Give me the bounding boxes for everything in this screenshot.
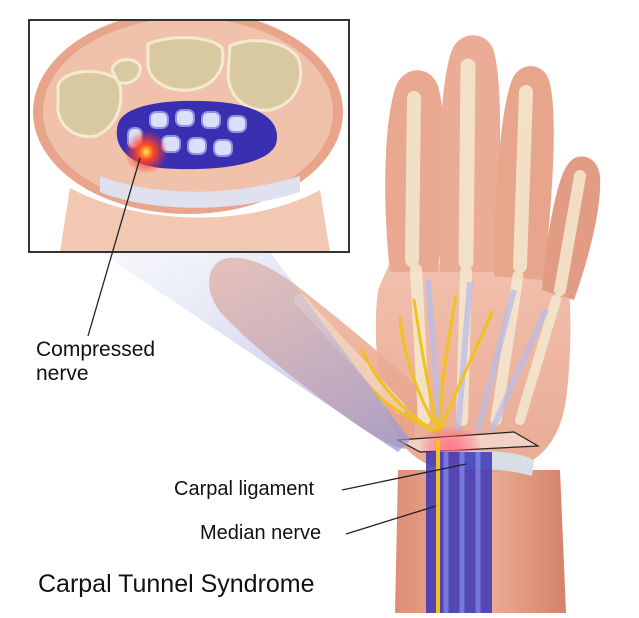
median-nerve-branches	[360, 294, 494, 434]
compressed-nerve-label-line1: Compressed	[36, 338, 156, 361]
compressed-nerve-leader	[87, 157, 141, 337]
carpal-ligament-label: Carpal ligament	[174, 478, 315, 500]
inset-palm-skin	[60, 188, 330, 252]
compressed-nerve-label: Compressed nerve	[36, 338, 155, 386]
forearm-tendons	[443, 452, 481, 613]
wrist-cross-section-illustration	[28, 19, 350, 253]
projection-beam	[100, 252, 410, 452]
compressed-nerve-label-line2: nerve	[36, 362, 89, 385]
carpal-ligament-leader	[341, 463, 467, 491]
compressed-nerve-spot	[124, 130, 168, 174]
inset-border	[28, 19, 350, 253]
diagram-title: Carpal Tunnel Syndrome	[38, 570, 315, 598]
flexor-tendons	[425, 279, 549, 432]
carpal-bones	[56, 36, 303, 139]
median-nerve-label: Median nerve	[200, 522, 322, 544]
inset-ligament	[100, 176, 300, 208]
forearm-tendon-sheath	[426, 452, 492, 613]
median-nerve-leader	[345, 505, 437, 535]
leader-lines	[87, 157, 467, 535]
